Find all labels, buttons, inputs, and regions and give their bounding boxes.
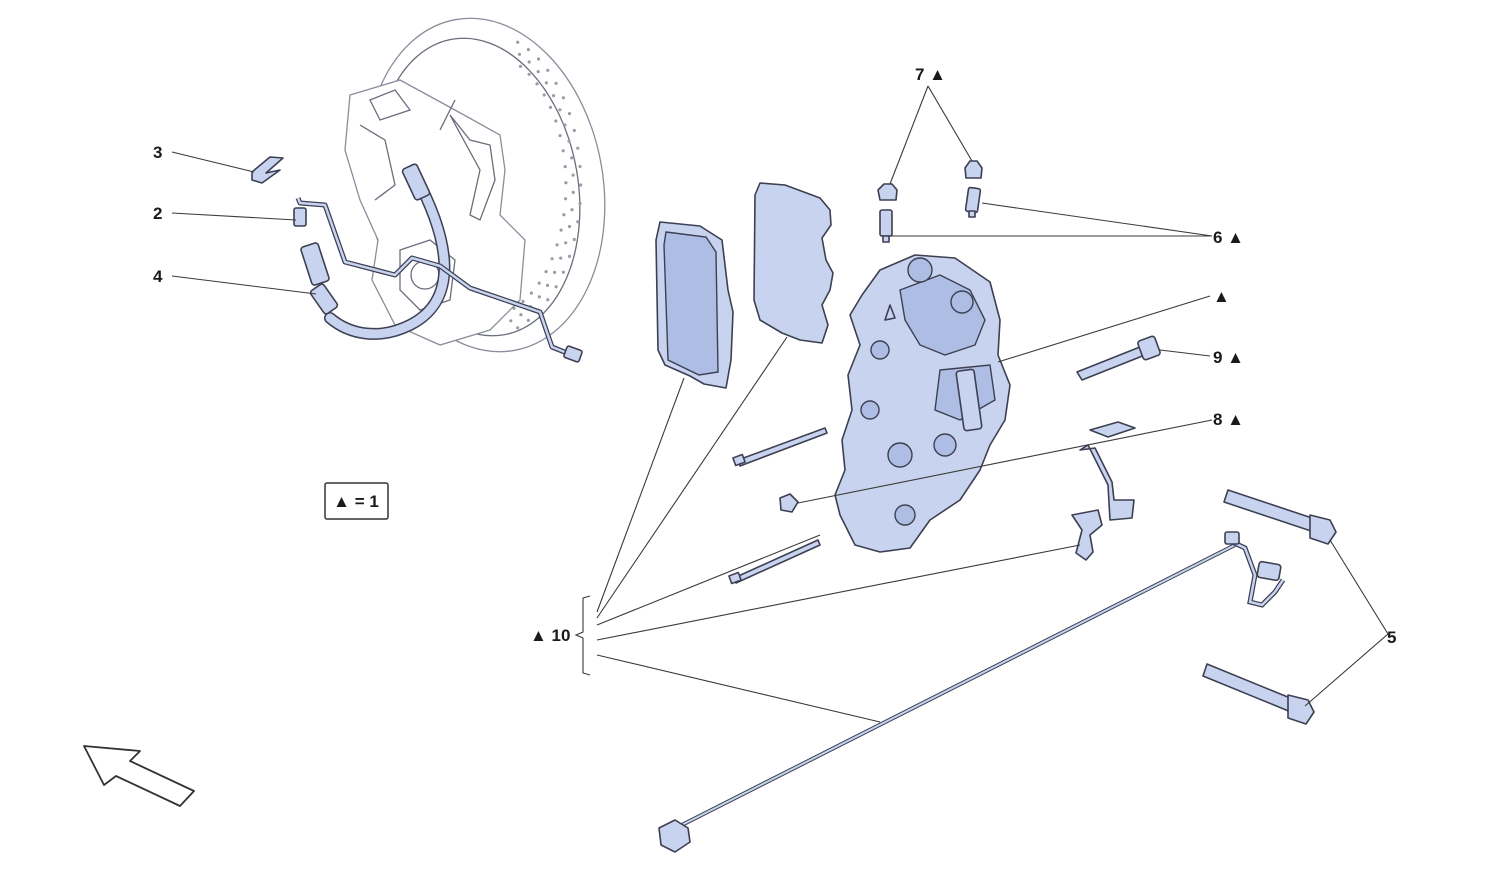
arrow-icon	[83, 745, 195, 807]
bleed-screws	[879, 186, 982, 243]
disc-hole	[535, 82, 539, 86]
disc-hole	[563, 197, 568, 201]
disc-hole	[555, 243, 559, 247]
disc-hole	[554, 285, 558, 289]
disc-hole	[559, 228, 563, 232]
disc-hole	[546, 68, 550, 72]
disc-hole	[571, 190, 575, 194]
disc-hole	[518, 64, 523, 68]
disc-hole	[526, 48, 531, 52]
leader-lines	[171, 85, 1389, 723]
disc-hole	[559, 256, 563, 260]
disc-hole	[526, 318, 531, 322]
disc-hole	[554, 119, 558, 123]
disc-hole	[536, 70, 540, 74]
disc-hole	[562, 213, 566, 217]
disc-hole	[558, 108, 562, 112]
part-labels: 3 2 4 7 ▲ 6 ▲ ▲ 9 ▲ 8 ▲ ▲ 10 5	[153, 65, 1396, 647]
disc-hole	[579, 183, 583, 187]
disc-hole	[576, 220, 580, 224]
disc-hole	[521, 299, 525, 304]
disc-hole	[576, 146, 580, 150]
label-8: 8 ▲	[1213, 410, 1244, 429]
disc-hole	[563, 165, 567, 169]
disc-hole	[572, 237, 576, 242]
disc-hole	[561, 96, 566, 100]
bleed-screw-caps	[877, 160, 983, 201]
disc-hole	[563, 123, 567, 127]
disc-hole	[509, 319, 513, 323]
disc-hole	[519, 313, 523, 317]
spring-clip	[251, 156, 284, 184]
disc-hole	[544, 81, 549, 85]
label-triangle: ▲	[1213, 287, 1230, 306]
disc-hole	[578, 201, 582, 206]
disc-hole	[546, 298, 550, 302]
disc-hole	[554, 81, 558, 85]
disc-hole	[536, 57, 541, 61]
pad-spring	[1071, 421, 1136, 561]
disc-hole	[567, 112, 572, 116]
disc-hole	[552, 94, 556, 98]
label-2: 2	[153, 204, 162, 223]
disc-hole	[548, 105, 553, 109]
disc-hole	[545, 283, 550, 287]
disc-hole	[516, 326, 520, 330]
disc-hole	[558, 134, 562, 138]
guide-pin	[1076, 335, 1161, 381]
disc-hole	[544, 270, 548, 274]
disc-hole	[578, 164, 582, 169]
disc-hole	[564, 241, 568, 245]
disc-hole	[572, 128, 576, 133]
brake-pad-inner	[655, 221, 734, 389]
pad-retaining-pins	[728, 427, 828, 585]
disc-hole	[567, 224, 572, 229]
disc-hole	[529, 291, 534, 295]
disc-hole	[570, 156, 574, 160]
label-9: 9 ▲	[1213, 348, 1244, 367]
disc-hole	[567, 139, 571, 143]
disc-hole	[537, 281, 541, 285]
label-5: 5	[1387, 628, 1396, 647]
disc-hole	[527, 72, 531, 76]
disc-hole	[550, 257, 554, 261]
disc-hole	[527, 60, 531, 64]
brake-hose	[300, 163, 451, 340]
label-4: 4	[153, 267, 163, 286]
disc-hole	[571, 173, 575, 177]
disc-hole	[570, 208, 574, 212]
legend-box: ▲ = 1	[324, 482, 389, 520]
brake-pad-outer	[753, 182, 834, 344]
disc-hole	[537, 295, 542, 299]
disc-hole	[542, 93, 546, 97]
brake-caliper	[834, 254, 1011, 553]
brake-pipe	[293, 197, 583, 363]
disc-hole	[561, 270, 566, 274]
disc-hole	[564, 181, 568, 185]
label-6: 6 ▲	[1213, 228, 1244, 247]
disc-hole	[553, 270, 557, 274]
label-10: ▲ 10	[530, 626, 570, 645]
caliper-mounting-bolts	[1202, 489, 1337, 725]
disc-hole	[516, 40, 520, 44]
wear-sensor-cable	[658, 531, 1286, 853]
legend-text: ▲ = 1	[333, 492, 379, 511]
disc-hole	[561, 149, 565, 153]
label-3: 3	[153, 143, 162, 162]
disc-hole	[567, 254, 572, 258]
small-bolt	[779, 493, 799, 513]
disc-hole	[517, 52, 522, 56]
label-7: 7 ▲	[915, 65, 946, 84]
